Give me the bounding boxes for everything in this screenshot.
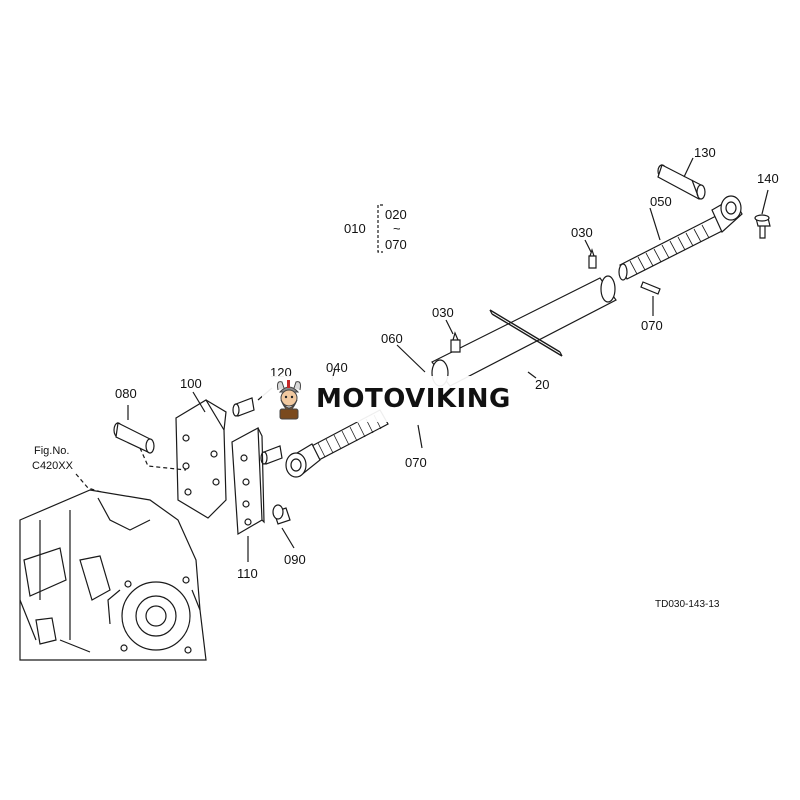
leader-130	[683, 157, 694, 178]
label-080: 080	[115, 386, 137, 401]
label-140: 140	[757, 171, 779, 186]
label-030-mid: 030	[432, 305, 454, 320]
part-110-plate	[231, 427, 265, 536]
fig-ref-code: C420XX	[32, 460, 73, 472]
label-range-070: 070	[385, 237, 407, 252]
label-060: 060	[381, 331, 403, 346]
leader-030-right	[584, 239, 592, 253]
part-030-grease-fitting-right	[588, 248, 597, 269]
fig-ref-label: Fig.No.	[34, 445, 70, 457]
part-100-bracket	[175, 399, 227, 519]
watermark-banner: MOTOVIKING	[262, 376, 534, 422]
part-020-tube	[431, 275, 617, 387]
label-030-right: 030	[571, 225, 593, 240]
part-080-pin	[113, 422, 155, 454]
label-range-010: 010	[344, 221, 366, 236]
leader-090	[281, 527, 295, 549]
drawing-code: TD030-143-13	[655, 599, 720, 610]
leader-020	[527, 371, 537, 379]
label-020-partial: 20	[535, 377, 550, 392]
part-130-pin	[657, 164, 706, 200]
part-140-bolt	[754, 214, 771, 239]
leader-060	[396, 344, 426, 373]
label-range-tilde: ~	[393, 221, 401, 236]
leader-100	[192, 391, 206, 413]
label-range-020: 020	[385, 207, 407, 222]
label-040: 040	[326, 360, 348, 375]
part-050-threaded-rod	[618, 195, 743, 281]
label-070-bottom: 070	[405, 455, 427, 470]
part-040-threaded-rod	[285, 409, 389, 478]
watermark-text: MOTOVIKING	[316, 384, 511, 414]
leader-050	[649, 207, 661, 241]
range-bracket	[377, 204, 383, 253]
label-120: 120	[270, 365, 292, 380]
label-100: 100	[180, 376, 202, 391]
label-090: 090	[284, 552, 306, 567]
leader-140	[761, 189, 769, 215]
label-110: 110	[237, 566, 258, 581]
part-090-bolt	[272, 504, 291, 525]
dashed-assembly-line	[139, 447, 187, 471]
leader-070-bottom	[417, 424, 423, 449]
label-050: 050	[650, 194, 672, 209]
leader-030-mid	[445, 319, 454, 335]
part-070-pin-right	[640, 281, 661, 295]
label-070-right: 070	[641, 318, 663, 333]
part-030-grease-fitting-mid	[450, 331, 461, 353]
viking-mascot-icon	[277, 380, 301, 420]
label-130: 130	[694, 145, 716, 160]
transmission-housing	[19, 489, 207, 661]
